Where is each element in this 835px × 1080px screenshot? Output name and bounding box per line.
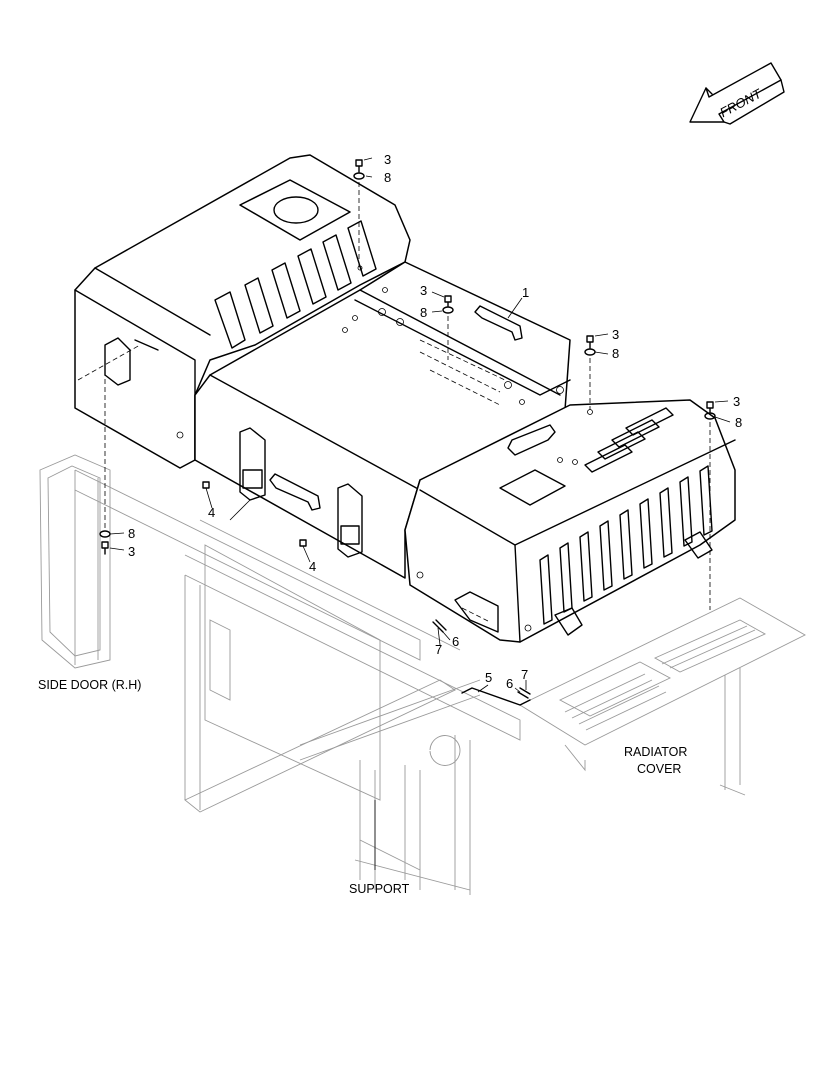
callout-7: 7 xyxy=(521,667,528,682)
callout-8: 8 xyxy=(735,415,742,430)
callout-8: 8 xyxy=(128,526,135,541)
callout-3: 3 xyxy=(384,152,391,167)
front-arrow: FRONT xyxy=(689,62,785,125)
radiator-cover-caption-line2: COVER xyxy=(637,762,681,776)
callout-5: 5 xyxy=(485,670,492,685)
fasteners xyxy=(99,157,731,870)
engine-hood xyxy=(74,154,736,643)
callout-3: 3 xyxy=(733,394,740,409)
callout-6: 6 xyxy=(506,676,513,691)
callout-3: 3 xyxy=(420,283,427,298)
support-caption: SUPPORT xyxy=(349,882,410,896)
callouts: 1 3 8 3 8 3 8 3 8 8 3 4 4 6 7 5 6 7 xyxy=(128,152,742,691)
callout-1: 1 xyxy=(522,285,529,300)
callout-8: 8 xyxy=(384,170,391,185)
front-arrow-label: FRONT xyxy=(717,85,765,120)
callout-4: 4 xyxy=(208,505,215,520)
callout-8: 8 xyxy=(612,346,619,361)
side-door-caption: SIDE DOOR (R.H) xyxy=(38,678,141,692)
frame-structure xyxy=(39,454,806,895)
captions: SIDE DOOR (R.H) RADIATOR COVER SUPPORT xyxy=(38,678,687,896)
callout-3: 3 xyxy=(128,544,135,559)
callout-3: 3 xyxy=(612,327,619,342)
callout-6: 6 xyxy=(452,634,459,649)
radiator-cover-caption-line1: RADIATOR xyxy=(624,745,687,759)
callout-8: 8 xyxy=(420,305,427,320)
callout-4: 4 xyxy=(309,559,316,574)
callout-7: 7 xyxy=(435,642,442,657)
